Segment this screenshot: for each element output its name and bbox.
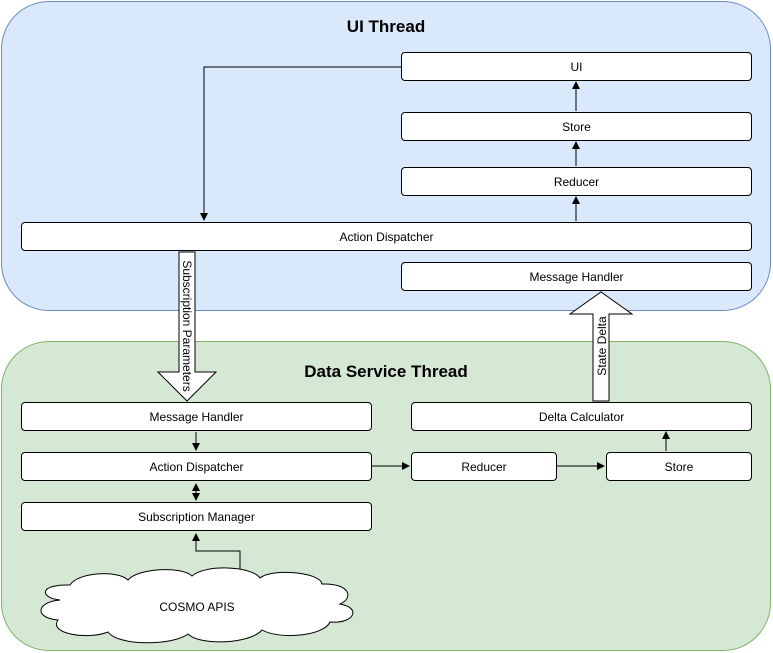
cosmo-apis-cloud bbox=[40, 567, 354, 644]
subscription-parameters-arrow bbox=[156, 251, 218, 402]
cosmo-apis-label: COSMO APIS bbox=[159, 600, 234, 614]
ui-store-node[interactable]: Store bbox=[401, 112, 752, 141]
data-store-node[interactable]: Store bbox=[606, 452, 752, 481]
data-message-handler-node[interactable]: Message Handler bbox=[21, 402, 372, 431]
state-delta-label: State Delta bbox=[595, 316, 609, 376]
ui-thread-title: UI Thread bbox=[346, 17, 426, 36]
ui-node[interactable]: UI bbox=[401, 52, 752, 81]
subscription-manager-cosmo-edge bbox=[192, 533, 244, 579]
data-action-dispatcher-node[interactable]: Action Dispatcher bbox=[21, 452, 372, 481]
subscription-manager-node[interactable]: Subscription Manager bbox=[21, 502, 372, 531]
ui-reducer-node[interactable]: Reducer bbox=[401, 167, 752, 196]
ui-action-dispatcher-node[interactable]: Action Dispatcher bbox=[21, 222, 752, 251]
subscription-parameters-label: Subscription Parameters bbox=[180, 260, 194, 391]
delta-calculator-node[interactable]: Delta Calculator bbox=[411, 402, 752, 431]
ui-to-action-dispatcher-edge bbox=[200, 66, 401, 221]
data-reducer-node[interactable]: Reducer bbox=[411, 452, 557, 481]
ui-message-handler-node[interactable]: Message Handler bbox=[401, 262, 752, 291]
data-service-thread-title: Data Service Thread bbox=[304, 362, 468, 381]
state-delta-arrow bbox=[568, 291, 634, 402]
